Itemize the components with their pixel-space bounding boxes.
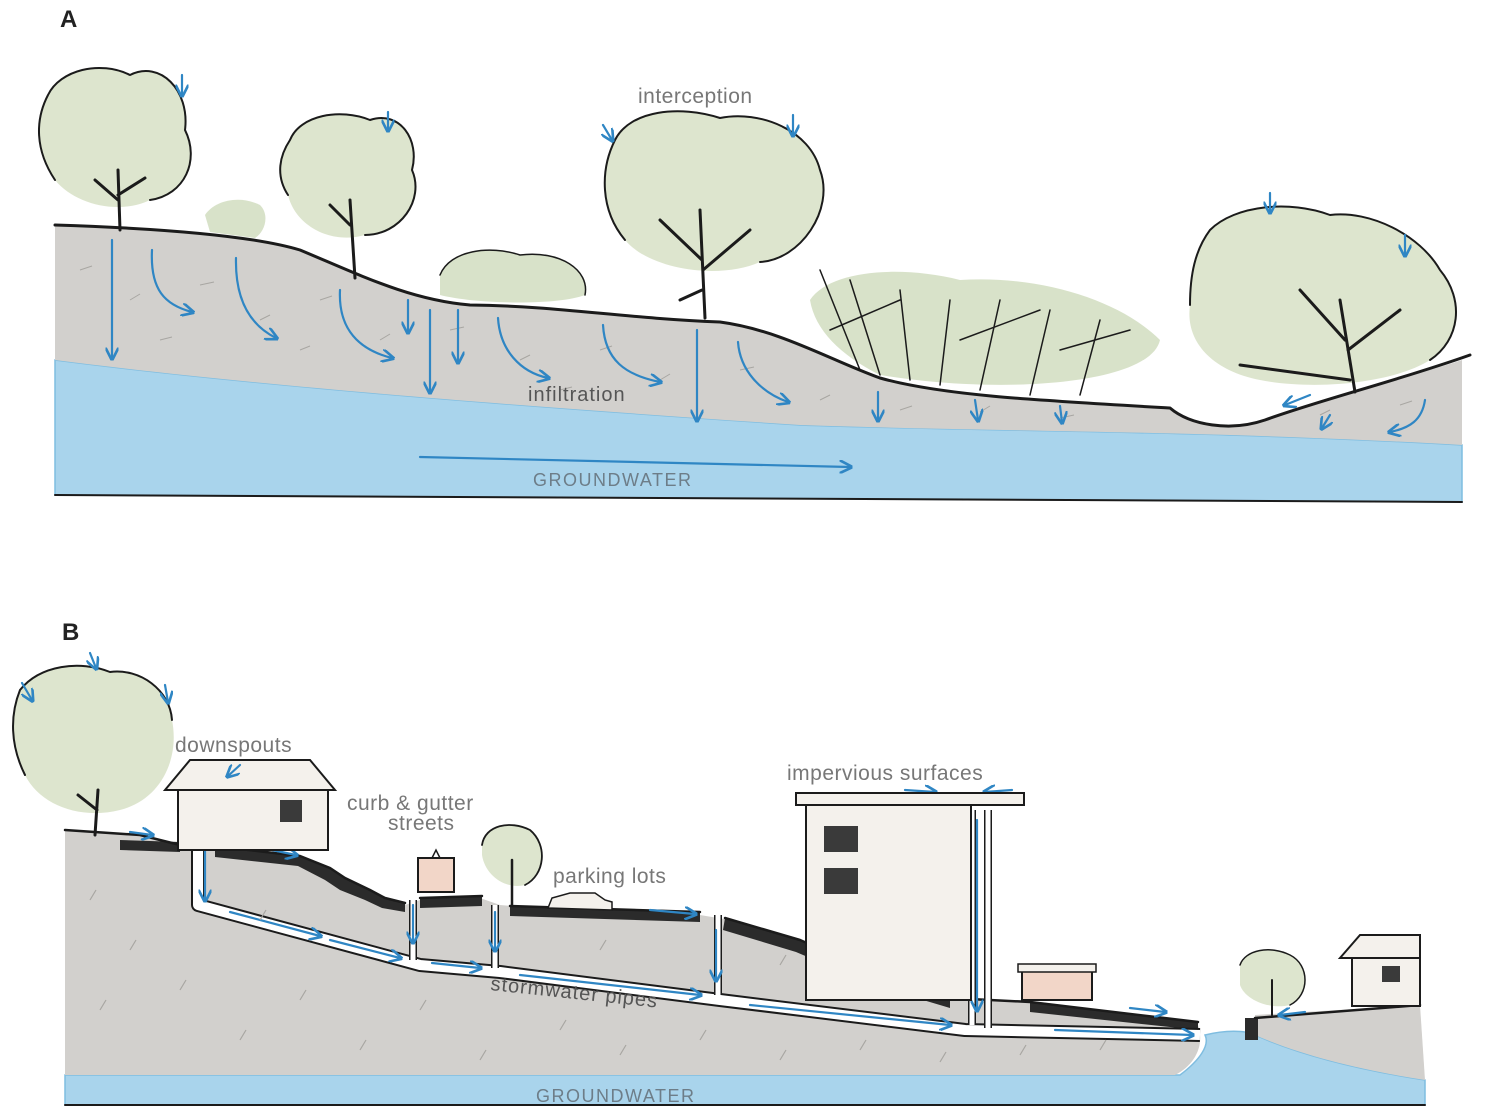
panel-a-groundwater-arrow (418, 455, 850, 467)
panel-b-curb-block (417, 848, 455, 893)
panel-a-soil (55, 225, 1462, 445)
label-impervious-surfaces: impervious surfaces (787, 762, 983, 785)
panel-a-base-line (54, 494, 1463, 503)
panel-b-tree-left (12, 651, 174, 837)
panel-a-ground-line (53, 223, 1472, 428)
panel-b-letter: B (62, 619, 79, 646)
label-parking-lots: parking lots (553, 865, 666, 888)
panel-a-tree-1 (38, 67, 192, 232)
panel-b-label-groundwater: GROUNDWATER (536, 1086, 696, 1106)
panel-a-shrubs (205, 199, 1160, 396)
panel-a-tree-4 (1189, 205, 1457, 394)
panel-b: B (12, 619, 1426, 1106)
panel-a-rain-arrows (182, 73, 1405, 255)
panel-b-car (546, 892, 613, 911)
panel-b-tree-right (1239, 949, 1306, 1016)
label-curb-gutter-line1: curb & gutter (347, 792, 474, 815)
panel-b-small-box (1017, 963, 1097, 1001)
label-curb-gutter-line2: streets (388, 812, 455, 835)
label-infiltration: infiltration (528, 384, 626, 406)
panel-b-house (162, 759, 338, 851)
panel-b-flow-arrows (128, 790, 1390, 1035)
panel-b-tall-building (795, 792, 1025, 1001)
panel-a-label-groundwater: GROUNDWATER (533, 470, 693, 490)
label-interception: interception (638, 85, 753, 108)
panel-a-letter: A (60, 6, 77, 33)
panel-b-right-house (1337, 934, 1421, 1007)
panel-a-tree-3 (603, 110, 825, 320)
panel-b-tree-middle (481, 824, 543, 907)
panel-a: A (38, 6, 1472, 503)
panel-b-right-bank (1255, 1005, 1425, 1080)
panel-b-soil-texture (89, 889, 1107, 1063)
panel-a-tree-2 (279, 113, 417, 280)
panel-a-infiltration-arrows (112, 238, 1427, 432)
label-downspouts: downspouts (175, 734, 292, 757)
